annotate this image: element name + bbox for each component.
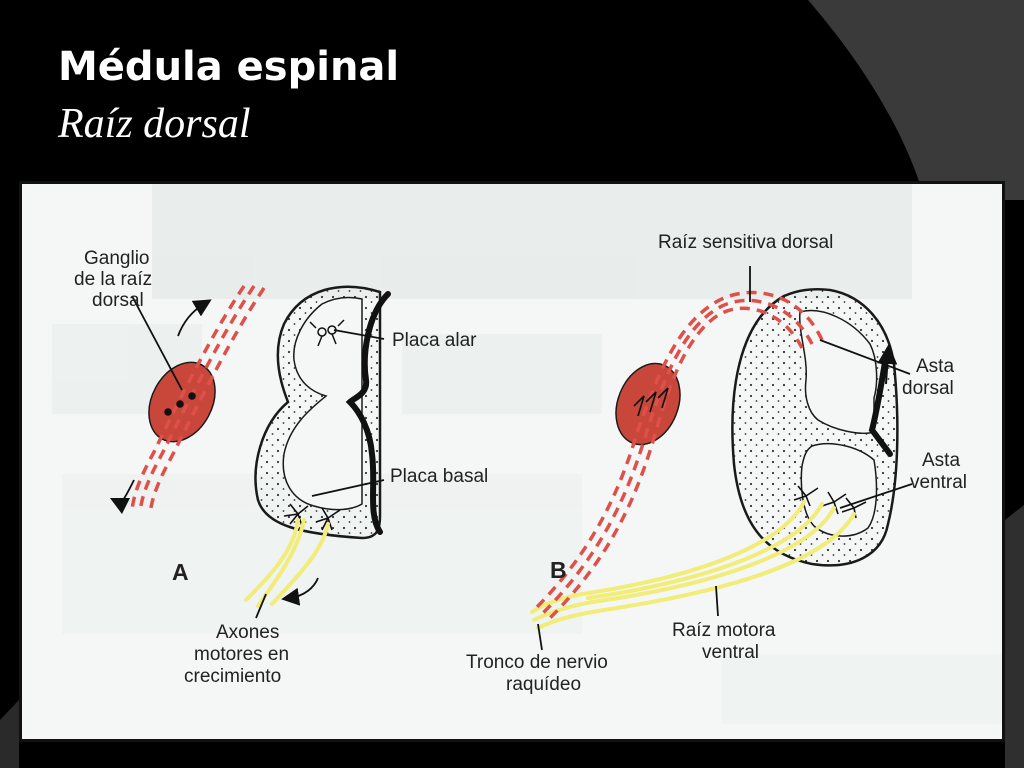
decorative-gray-curve xyxy=(808,0,1024,200)
sensory-fibers-a xyxy=(130,285,266,515)
label-dorsal-horn-line1: Asta xyxy=(916,356,954,377)
label-axons-line3: crecimiento xyxy=(184,666,281,687)
leader-nerve-trunk xyxy=(537,623,543,651)
label-motor-root-line2: ventral xyxy=(702,642,759,663)
label-sensory-root: Raíz sensitiva dorsal xyxy=(658,232,833,253)
leader-axons-a xyxy=(255,593,267,619)
label-alar-plate: Placa alar xyxy=(392,330,477,351)
label-ganglion-line3: dorsal xyxy=(92,290,144,311)
sulcus-limitans-a xyxy=(345,291,391,535)
leader-ganglion-a xyxy=(131,295,183,391)
slide-title: Médula espinal xyxy=(58,44,400,90)
ventral-motor-neurons xyxy=(793,485,867,519)
label-ventral-horn-line1: Asta xyxy=(922,450,960,471)
leader-basal-plate xyxy=(311,479,385,497)
sulcus-limitans-b xyxy=(868,353,893,457)
label-basal-plate: Placa basal xyxy=(390,466,488,487)
leader-alar-plate xyxy=(333,329,385,340)
spinal-cord-figure: Ganglio de la raíz dorsal Placa alar Pla… xyxy=(52,184,1002,724)
panel-a-letter: A xyxy=(172,559,189,585)
label-axons-line1: Axones xyxy=(216,622,279,643)
slide-subtitle: Raíz dorsal xyxy=(58,101,251,147)
panel-b-letter: B xyxy=(550,557,567,583)
figure-panel: Ganglio de la raíz dorsal Placa alar Pla… xyxy=(19,181,1005,742)
label-axons-line2: motores en xyxy=(194,644,289,665)
leader-ventral-horn xyxy=(839,483,913,509)
sensory-root-b xyxy=(532,290,824,620)
label-ventral-horn-line2: ventral xyxy=(910,472,967,493)
basal-motor-neurons xyxy=(283,503,341,531)
leader-dorsal-horn xyxy=(819,339,911,375)
leader-motor-root xyxy=(715,585,719,617)
dorsal-root-ganglion-b xyxy=(615,362,681,446)
motor-root-b xyxy=(530,500,856,630)
panel-b: Raíz sensitiva dorsal Asta dorsal Asta v… xyxy=(466,232,967,695)
label-motor-root-line1: Raíz motora xyxy=(672,620,776,641)
label-dorsal-horn-line2: dorsal xyxy=(902,378,954,399)
label-nerve-trunk-line1: Tronco de nervio xyxy=(466,652,608,673)
label-ganglion-line1: Ganglio xyxy=(84,248,150,269)
label-nerve-trunk-line2: raquídeo xyxy=(506,674,581,695)
panel-a: Ganglio de la raíz dorsal Placa alar Pla… xyxy=(74,248,488,687)
label-ganglion-line2: de la raíz xyxy=(74,269,152,290)
